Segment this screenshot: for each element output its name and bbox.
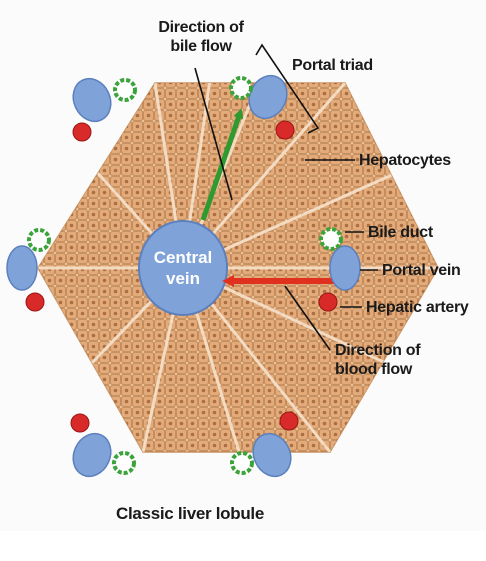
diagram-caption: Classic liver lobule: [115, 504, 264, 523]
portal-triad-label: Portal triad: [292, 57, 373, 74]
bile-duct-label: Bile duct: [368, 224, 433, 241]
bile-flow-arrow: [200, 108, 244, 221]
hepatic-artery-label: Hepatic artery: [366, 299, 469, 316]
portal-vein-label: Portal vein: [382, 262, 461, 279]
central-vein: [138, 220, 228, 316]
blood-flow-leader: [284, 285, 331, 351]
portal-triad-right: [318, 227, 361, 312]
portal-triad-top-right: [229, 74, 295, 140]
portal-triad-bracket: [255, 43, 320, 134]
bile-flow-label: Direction of bile flow: [158, 19, 244, 55]
portal-triad-bottom-right: [230, 411, 299, 478]
blood-flow-label: Direction of blood flow: [335, 342, 421, 378]
central-vein-label: Central vein: [153, 248, 213, 288]
portal-triad-left: [6, 228, 51, 312]
portal-triad-top-left: [72, 77, 137, 142]
leader-lines: [194, 43, 378, 351]
portal-triad-bottom-left: [70, 413, 136, 478]
bile-flow-leader: [194, 67, 233, 201]
hepatocytes-label: Hepatocytes: [359, 152, 451, 169]
